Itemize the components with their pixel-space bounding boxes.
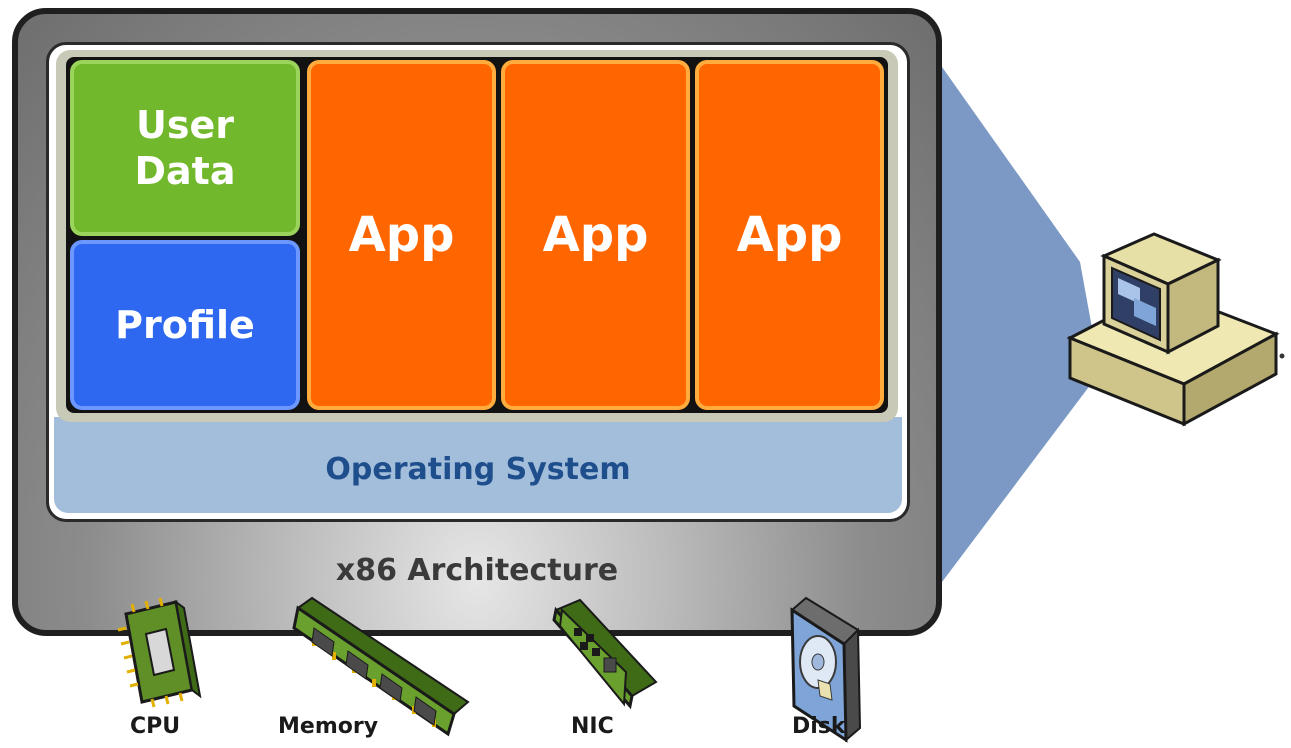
memory-label: Memory	[278, 714, 379, 739]
memory-module-icon	[292, 596, 470, 737]
operating-system-label: Operating System	[325, 452, 631, 487]
app-block-2: App	[501, 60, 690, 410]
operating-system-band	[54, 417, 902, 513]
cpu-label: CPU	[130, 714, 181, 739]
nic-label: NIC	[571, 714, 614, 739]
disk-drive-icon	[790, 596, 862, 743]
app-block-1: App	[307, 60, 496, 410]
disk-label: Disk	[792, 714, 846, 739]
hardware-architecture-label: x86 Architecture	[335, 553, 619, 588]
desktop-computer-icon	[1066, 232, 1285, 427]
network-card-icon	[552, 598, 658, 710]
profile-block: Profile	[70, 240, 300, 410]
app-block-3: App	[695, 60, 884, 410]
cpu-chip-icon	[117, 597, 202, 708]
